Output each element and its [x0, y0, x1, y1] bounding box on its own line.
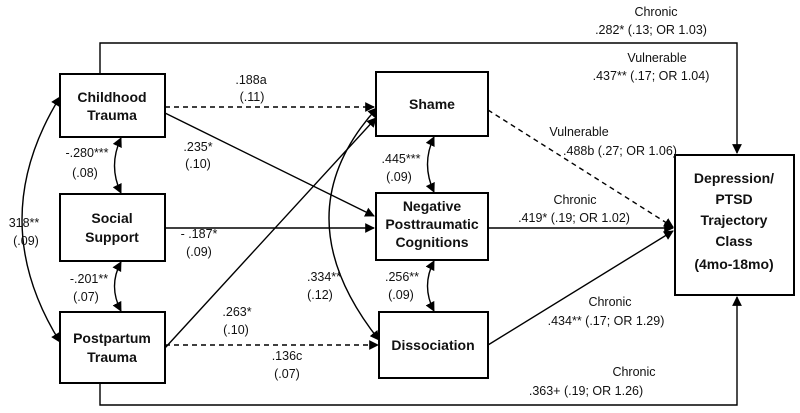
node-cognitions: Negative Posttraumatic Cognitions	[375, 192, 489, 261]
node-postpartum-trauma-line1: Postpartum	[73, 330, 151, 346]
node-outcome-line1: Depression/	[694, 170, 774, 186]
label-childhood-shame-se: (.11)	[240, 90, 265, 104]
label-childhood-social-se: (.08)	[72, 166, 98, 180]
node-childhood-trauma-line1: Childhood	[77, 89, 146, 105]
label-cognitions-outcome-chronic: Chronic	[553, 193, 596, 207]
edges	[21, 42, 742, 406]
label-shame-outcome-vulnerable: Vulnerable	[549, 125, 608, 139]
edge-dissociation-to-outcome	[487, 230, 674, 346]
edge-childhood-to-cognitions	[164, 112, 375, 217]
label-shame-outcome-coef: .488b (.27; OR 1.06)	[563, 144, 677, 158]
label-postpartum-outcome-coef: .363+ (.19; OR 1.26)	[529, 384, 643, 398]
node-shame: Shame	[375, 71, 489, 137]
edge-postpartum-to-shame	[164, 117, 377, 349]
label-childhood-outcome-vulnerable-coef: .437** (.17; OR 1.04)	[593, 69, 710, 83]
label-social-cognitions-se: (.09)	[186, 245, 212, 259]
edge-shame-to-outcome	[487, 109, 674, 228]
label-childhood-shame-coef: .188a	[235, 73, 266, 87]
label-cognitions-dissociation-coef: .256**	[385, 270, 419, 284]
edge-childhood-to-outcome	[99, 42, 742, 154]
node-dissociation-line1: Dissociation	[391, 337, 474, 353]
label-childhood-social-coef: -.280***	[65, 146, 108, 160]
node-outcome-line2: PTSD	[715, 191, 752, 207]
label-shame-cognitions-coef: .445***	[382, 152, 421, 166]
corr-childhood-social	[112, 137, 122, 194]
label-dissociation-outcome-chronic: Chronic	[588, 295, 631, 309]
node-social-support-line1: Social	[91, 210, 132, 226]
label-shame-cognitions-se: (.09)	[386, 170, 412, 184]
node-cognitions-line1: Negative	[403, 198, 462, 214]
label-social-postpartum-se: (.07)	[73, 290, 99, 304]
node-childhood-trauma: Childhood Trauma	[59, 73, 166, 138]
label-social-postpartum-coef: -.201**	[70, 272, 108, 286]
node-dissociation: Dissociation	[378, 311, 489, 379]
label-childhood-outcome-chronic-coef: .282* (.13; OR 1.03)	[595, 23, 707, 37]
label-childhood-cognitions-coef: .235*	[183, 140, 212, 154]
node-outcome-line4: Class	[715, 233, 753, 249]
label-postpartum-shame-se: (.10)	[223, 323, 249, 337]
label-childhood-outcome-chronic: Chronic	[634, 5, 677, 19]
corr-social-postpartum	[112, 261, 122, 312]
corr-shame-cognitions	[425, 136, 435, 193]
node-outcome-line5: (4mo-18mo)	[694, 256, 773, 272]
label-childhood-postpartum-coef: 318**	[9, 216, 40, 230]
label-dissociation-outcome-coef: .434** (.17; OR 1.29)	[548, 314, 665, 328]
node-postpartum-trauma-line2: Trauma	[87, 349, 137, 365]
label-postpartum-dissociation-se: (.07)	[274, 367, 300, 381]
label-postpartum-outcome-chronic: Chronic	[612, 365, 655, 379]
corr-childhood-postpartum	[21, 96, 61, 343]
label-postpartum-dissociation-coef: .136c	[272, 349, 303, 363]
label-postpartum-shame-coef: .263*	[222, 305, 251, 319]
corr-shame-dissociation	[328, 107, 380, 341]
node-outcome: Depression/ PTSD Trajectory Class (4mo-1…	[674, 154, 795, 296]
label-childhood-outcome-vulnerable: Vulnerable	[627, 51, 686, 65]
label-childhood-cognitions-se: (.10)	[185, 157, 211, 171]
node-outcome-line3: Trajectory	[701, 212, 768, 228]
label-shame-dissociation-coef: .334**	[307, 270, 341, 284]
label-shame-dissociation-se: (.12)	[307, 288, 333, 302]
node-cognitions-line3: Cognitions	[395, 234, 468, 250]
corr-cognitions-dissociation	[425, 260, 435, 312]
edge-postpartum-to-outcome	[99, 296, 742, 406]
label-social-cognitions-coef: - .187*	[181, 227, 218, 241]
label-cognitions-outcome-coef: .419* (.19; OR 1.02)	[518, 211, 630, 225]
node-postpartum-trauma: Postpartum Trauma	[59, 311, 166, 384]
label-childhood-postpartum-se: (.09)	[13, 234, 39, 248]
node-shame-line1: Shame	[409, 96, 455, 112]
node-social-support-line2: Support	[85, 229, 139, 245]
node-social-support: Social Support	[59, 193, 166, 262]
label-cognitions-dissociation-se: (.09)	[388, 288, 414, 302]
node-cognitions-line2: Posttraumatic	[385, 216, 479, 232]
edge-labels: Chronic .282* (.13; OR 1.03) Vulnerable …	[9, 5, 710, 398]
node-childhood-trauma-line2: Trauma	[87, 107, 137, 123]
